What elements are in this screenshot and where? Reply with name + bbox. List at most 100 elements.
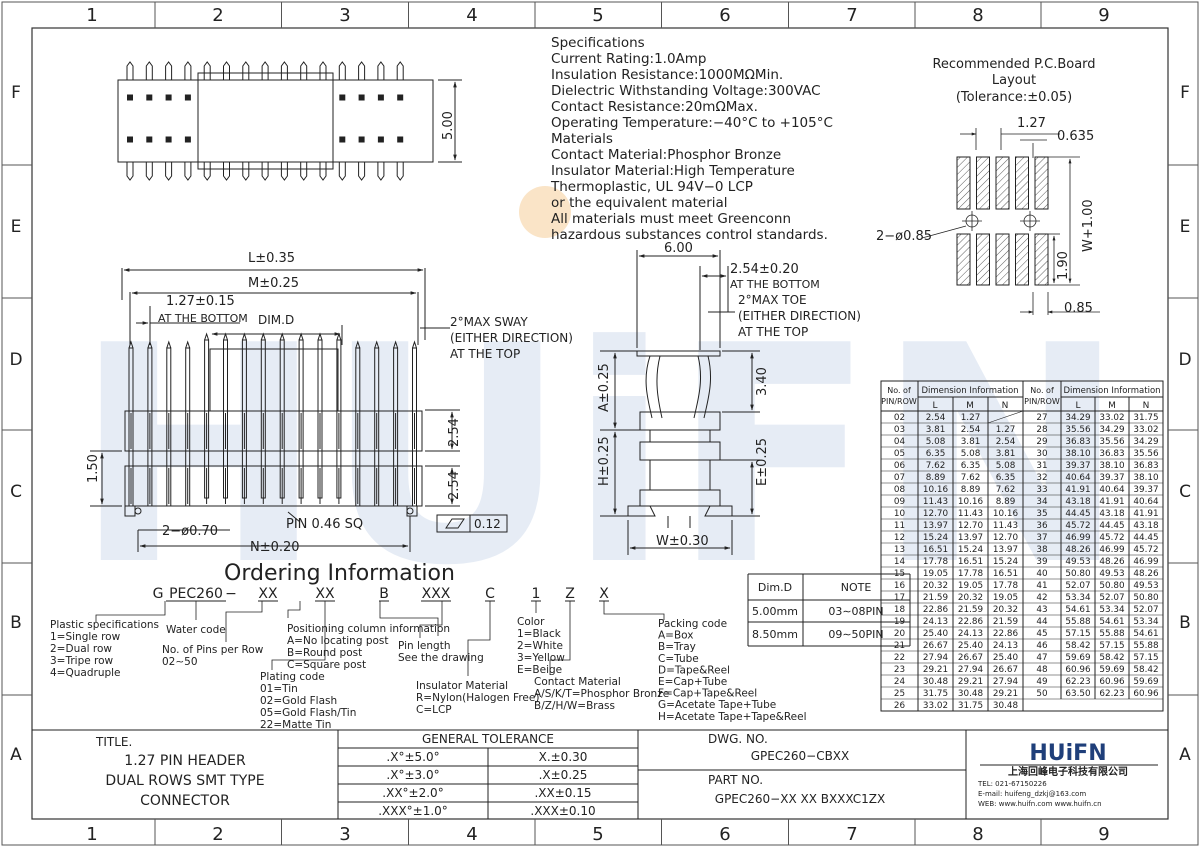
dim-cell: 11.43 [993, 521, 1018, 531]
dim-cell: 16.51 [993, 569, 1018, 579]
packing-line: C=Tube [658, 653, 699, 665]
dim-cell: 53.34 [1099, 605, 1125, 615]
dim-cell: 10.16 [923, 485, 949, 495]
title-label: TITLE. [95, 735, 132, 749]
dim-cell: 22.86 [958, 617, 984, 627]
dim-cell: 40.64 [1133, 497, 1159, 507]
dim-cell: 55.88 [1065, 617, 1090, 627]
plating-line: Plating code [260, 671, 325, 683]
dim-cell: 24 [894, 677, 906, 687]
dim-cell: 8.89 [926, 473, 946, 483]
note-header-dim: Dim.D [758, 581, 792, 594]
grid-col-top: 1 [86, 5, 97, 26]
insulator-line: C=LCP [416, 704, 452, 716]
grid-col-bottom: 8 [972, 824, 983, 845]
pcb-pad-length: 1.90 [1056, 251, 1071, 280]
dim-cell: 39 [1036, 557, 1047, 567]
front-view [90, 268, 508, 552]
part-number: GPEC260−XX XX BXXXC1ZX [715, 792, 885, 806]
insulator-line: R=Nylon(Halogen Free) [416, 692, 539, 704]
color-line: E=Beige [517, 664, 562, 676]
dim-cell: 44.45 [1133, 533, 1158, 543]
dim-cell: 54.61 [1065, 605, 1090, 615]
dim-cell: 21.59 [923, 593, 948, 603]
toe-line-2: (EITHER DIRECTION) [738, 309, 861, 323]
spec-line: Contact Material:Phosphor Bronze [551, 147, 781, 163]
dim-cell: 12.70 [923, 509, 949, 519]
flatness-value: 0.12 [474, 517, 501, 531]
grid-row-right: A [1179, 745, 1191, 765]
tolerance-linear: .XX±0.15 [534, 786, 591, 800]
dim-cell: 48.26 [1099, 557, 1125, 567]
dim-cell: 41 [1036, 581, 1047, 591]
grid-row-left: C [10, 482, 22, 502]
note-pins: 03∼08PIN [828, 605, 883, 618]
company-email: E-mail: huifeng_dzkj@163.com [978, 790, 1086, 798]
pcb-pad-width: 0.635 [1057, 129, 1094, 144]
packing-line: G=Acetate Tape+Tube [658, 699, 776, 711]
dim-cell: 49 [1036, 677, 1047, 687]
order-code-part: XXX [422, 586, 451, 602]
dim-cell: 46 [1036, 641, 1048, 651]
dim-col-header: L [932, 401, 937, 411]
pcb-title-2: Layout [992, 73, 1036, 88]
company-web: WEB: www.huifn.com www.huifn.cn [978, 800, 1102, 808]
inner-frame [31, 27, 1169, 820]
dim-cell: 3.81 [926, 425, 946, 435]
dim-cell: 34 [1036, 497, 1048, 507]
dim-col-header: M [1108, 401, 1116, 411]
dim-cell: 16.51 [958, 557, 983, 567]
dim-cell: 16.51 [923, 545, 948, 555]
plating-line: 02=Gold Flash [260, 695, 337, 707]
dim-cell: 13.97 [958, 533, 983, 543]
dim-cell: 53.34 [1065, 593, 1091, 603]
dim-cell: 13.97 [923, 521, 948, 531]
dim-cell: 08 [894, 485, 905, 495]
top-height-dim: 5.00 [441, 111, 456, 140]
plastic-spec-line: 2=Dual row [50, 643, 112, 655]
dim-cell: 60.96 [1099, 677, 1125, 687]
dim-header-pins: No. of [1030, 386, 1054, 395]
dim-cell: 23 [894, 665, 905, 675]
dim-cell: 25.40 [958, 641, 984, 651]
dim-cell: 15.24 [993, 557, 1019, 567]
dim-cell: 57.15 [1065, 629, 1090, 639]
dim-cell: 40.64 [1065, 473, 1091, 483]
dim-cell: 38.10 [1133, 473, 1159, 483]
watermark-dot [519, 186, 571, 238]
plating-line: 05=Gold Flash/Tin [260, 707, 356, 719]
dim-cell: 60.96 [1065, 665, 1091, 675]
dim-cell: 15.24 [958, 545, 984, 555]
side-w: W±0.30 [656, 534, 709, 549]
dim-col-header: N [1143, 401, 1150, 411]
grid-col-top: 7 [846, 5, 857, 26]
side-width: 6.00 [664, 241, 693, 256]
dim-header-pins: PIN/ROW [881, 397, 917, 406]
dim-cell: 24.13 [993, 641, 1018, 651]
dim-cell: 5.08 [961, 449, 981, 459]
dim-cell: 34.29 [1133, 437, 1158, 447]
contact-material-line: A/S/K/T=Phosphor Bronze [534, 688, 669, 700]
dim-cell: 2.54 [961, 425, 981, 435]
dim-cell: 22.86 [923, 605, 949, 615]
dim-cell: 49.53 [1065, 557, 1090, 567]
dim-cell: 10.16 [958, 497, 984, 507]
spec-line: Operating Temperature:−40°C to +105°C [551, 115, 833, 131]
side-view-labels: 6.00 2.54±0.20 AT THE BOTTOM 2°MAX TOE (… [597, 241, 861, 549]
dim-cell: 54.61 [1133, 629, 1158, 639]
dim-cell: 46.99 [1099, 545, 1124, 555]
ordering-title: Ordering Information [224, 561, 455, 586]
positioning-line: B=Round post [287, 647, 362, 659]
dim-cell: 29.21 [923, 665, 948, 675]
dim-cell: 39.37 [1099, 473, 1124, 483]
dim-cell: 43.18 [1065, 497, 1090, 507]
note-dim: 8.50mm [752, 628, 798, 641]
dim-cell: 5.08 [926, 437, 946, 447]
title-line-1: 1.27 PIN HEADER [124, 753, 246, 769]
grid-col-bottom: 7 [846, 824, 857, 845]
dim-cell: 27.94 [923, 653, 949, 663]
spec-line: Thermoplastic, UL 94V−0 LCP [550, 179, 753, 195]
